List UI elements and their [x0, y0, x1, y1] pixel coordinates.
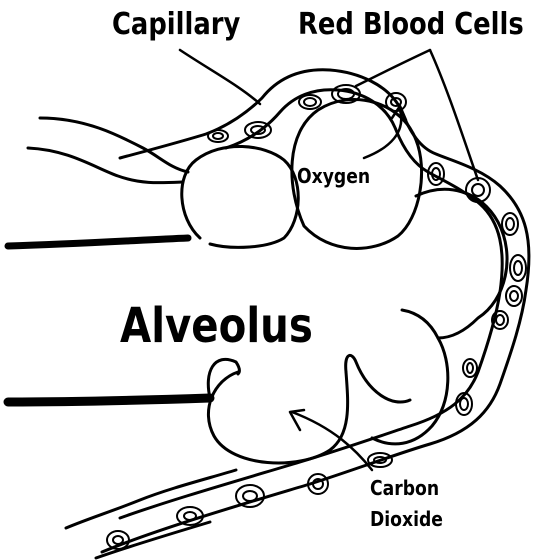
- red-blood-cell: [243, 491, 257, 501]
- red-blood-cell: [113, 536, 123, 544]
- red-blood-cell: [460, 398, 468, 410]
- red-blood-cell: [510, 255, 526, 281]
- oxygen-label: Oxygen: [297, 166, 370, 186]
- red-blood-cell: [213, 133, 223, 139]
- red-blood-cell: [245, 122, 271, 138]
- bronchiole-stem-top: [8, 238, 188, 246]
- red-blood-cell: [236, 485, 264, 507]
- red-blood-cell: [514, 261, 522, 275]
- red-blood-cell: [467, 363, 473, 373]
- dioxide-label: Dioxide: [370, 509, 443, 529]
- oxygen-arrow: [364, 110, 401, 158]
- capillary-pointer-line: [180, 50, 260, 104]
- red-blood-cell: [502, 213, 518, 235]
- alveolus-sac-right-edge: [372, 310, 448, 444]
- red-blood-cell: [496, 315, 504, 325]
- red-blood-cell: [463, 359, 477, 377]
- upper-airway-inner-line: [28, 148, 182, 183]
- alveolus-sac-left-top: [182, 146, 298, 247]
- red-blood-cell: [208, 130, 228, 142]
- alveolus-sac-bottom-center: [346, 355, 410, 402]
- capillary-bottom-extension: [66, 470, 236, 528]
- rbc-pointer-line-1: [356, 50, 430, 86]
- red-blood-cell: [510, 291, 518, 301]
- red-blood-cell: [506, 286, 522, 306]
- capillary-label: Capillary: [112, 10, 240, 40]
- red-blood-cells-label: Red Blood Cells: [298, 10, 524, 40]
- red-blood-cell: [184, 512, 196, 520]
- carbon-label: Carbon: [370, 478, 439, 498]
- red-blood-cell: [177, 507, 203, 525]
- bronchiole-stem-bottom: [8, 398, 210, 402]
- red-blood-cell: [472, 184, 484, 196]
- alveolus-label: Alveolus: [120, 302, 313, 350]
- red-blood-cell: [506, 218, 514, 230]
- red-blood-cell: [304, 98, 316, 106]
- alveolus-sac-bottom: [208, 372, 347, 463]
